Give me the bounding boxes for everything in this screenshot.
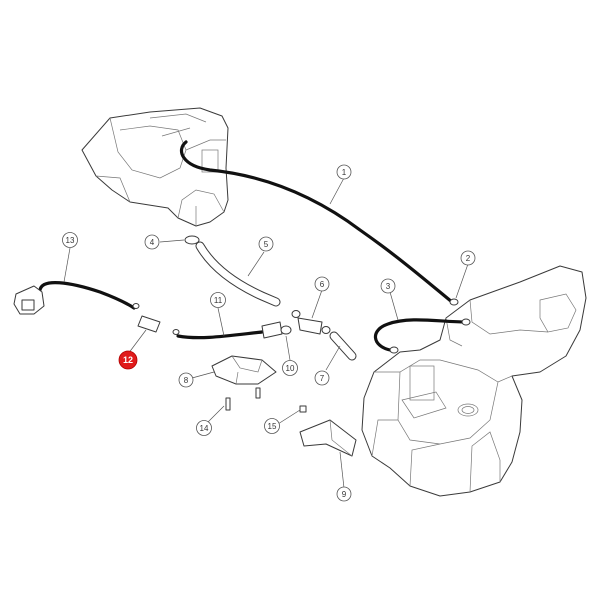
- svg-text:8: 8: [184, 376, 189, 385]
- leader-lines: [63, 177, 469, 489]
- callout-3: 3: [380, 278, 396, 294]
- svg-text:11: 11: [214, 296, 223, 305]
- hose-11: [176, 330, 264, 340]
- svg-text:2: 2: [466, 254, 471, 263]
- svg-text:6: 6: [320, 280, 325, 289]
- svg-text:7: 7: [320, 374, 325, 383]
- svg-text:4: 4: [150, 238, 155, 247]
- svg-text:14: 14: [200, 424, 209, 433]
- callout-5: 5: [258, 236, 274, 252]
- svg-text:5: 5: [264, 240, 269, 249]
- svg-text:10: 10: [286, 364, 295, 373]
- svg-text:9: 9: [342, 490, 347, 499]
- right-tank: [361, 265, 587, 497]
- callout-8: 8: [178, 372, 194, 388]
- callout-6: 6: [314, 276, 330, 292]
- hose-7: [329, 331, 357, 361]
- callout-7: 7: [314, 370, 330, 386]
- svg-text:3: 3: [386, 282, 391, 291]
- callout-11: 11: [210, 292, 226, 308]
- hose-3: [373, 318, 468, 352]
- svg-text:13: 13: [66, 236, 75, 245]
- svg-text:12: 12: [123, 355, 133, 365]
- callout-2: 2: [460, 250, 476, 266]
- small-parts: [13, 235, 471, 457]
- hose-1: [179, 140, 454, 304]
- hoses: [38, 140, 468, 352]
- callout-15: 15: [264, 418, 280, 434]
- hose-13: [38, 281, 136, 310]
- callout-12-highlighted: 12: [118, 350, 138, 370]
- hose-5: [195, 241, 281, 307]
- upper-tank: [81, 107, 229, 227]
- callout-9: 9: [336, 486, 352, 502]
- callout-14: 14: [196, 420, 212, 436]
- callout-1: 1: [336, 164, 352, 180]
- svg-text:15: 15: [268, 422, 277, 431]
- svg-text:1: 1: [342, 168, 347, 177]
- callout-10: 10: [282, 360, 298, 376]
- callout-4: 4: [144, 234, 160, 250]
- callout-13: 13: [62, 232, 78, 248]
